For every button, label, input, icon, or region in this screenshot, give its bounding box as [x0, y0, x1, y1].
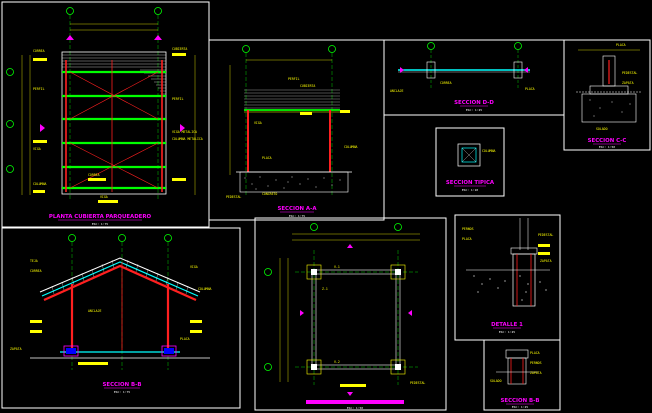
axis-bubbles-top	[66, 7, 162, 200]
drawing-title: SECCION B-B	[501, 398, 540, 404]
axis-bubble	[6, 165, 14, 173]
panel-plan	[1, 1, 210, 228]
drawing-title: SECCION TIPICA	[446, 180, 495, 186]
label: CUBIERTA	[172, 47, 187, 51]
label: ANCLAJE	[390, 89, 404, 93]
drawing-scale: ESC: 1:50	[599, 145, 615, 149]
drawing-scale: ESC: 1:10	[462, 188, 478, 192]
section-bb: TEJA CORREA VIGA COLUMNA ANCLAJE PLACA Z…	[10, 234, 212, 394]
axis-bubble	[6, 120, 14, 128]
drawing-scale: ESC: 1:25	[512, 405, 528, 409]
label: ZAPATA	[10, 347, 22, 351]
panel-section-aa	[208, 39, 385, 221]
label: TEJA	[30, 259, 38, 263]
plan-labels-left: CORREA PERFIL VIGA COLUMNA	[33, 49, 47, 193]
drawing-title: DETALLE 1	[491, 322, 523, 328]
detail-stipple	[473, 275, 547, 301]
section-bottom: PLACA PERNOS ZAPATA SOLADO SECCION B-B E…	[490, 349, 542, 409]
axis-bubble	[6, 68, 14, 76]
label: CONCRETO	[262, 192, 277, 196]
label: SOLADO	[596, 127, 608, 131]
label: PERNOS	[530, 361, 542, 365]
label: PLACA	[462, 237, 472, 241]
label: CORREA	[33, 49, 45, 53]
drawing-scale: ESC: 1:75	[289, 214, 305, 218]
label: V-2	[334, 360, 340, 364]
axis-bubbles-left	[6, 68, 14, 173]
label: COLUMNA	[33, 182, 47, 186]
plan-labels-bottom: CORREA VIGA	[88, 173, 118, 203]
label: VIGA METALICA	[172, 130, 197, 134]
plan-labels-right: CUBIERTA PERFIL VIGA METALICA COLUMNA ME…	[172, 47, 203, 181]
detail-1: PERNOS PLACA PEDESTAL ZAPATA DETALLE 1 E…	[462, 218, 553, 334]
label: PERFIL	[33, 87, 45, 91]
section-right: PLACA PEDESTAL ZAPATA SOLADO SECCION C-C…	[576, 43, 642, 149]
label: CORREA	[440, 81, 452, 85]
label: PLACA	[525, 87, 535, 91]
label: COLUMNA METALICA	[172, 137, 203, 141]
label: PEDESTAL	[538, 233, 553, 237]
footings	[306, 264, 406, 375]
ground-stipple	[244, 176, 341, 190]
label: CUBIERTA	[300, 84, 315, 88]
drawing-scale: ESC: 1:75	[92, 222, 108, 226]
label: PLACA	[616, 43, 626, 47]
roof-plan: CORREA PERFIL VIGA COLUMNA CUBIERTA PERF…	[6, 7, 203, 226]
label: VIGA	[254, 121, 262, 125]
label: PEDESTAL	[410, 381, 425, 385]
section-d: CORREA ANCLAJE PLACA SECCION D-D ESC: 1:…	[390, 42, 535, 112]
label: ZAPATA	[540, 259, 552, 263]
panel-column-section	[435, 127, 505, 197]
label: ZAPATA	[622, 81, 634, 85]
purlins	[62, 70, 166, 190]
label: COLUMNA	[482, 149, 496, 153]
drawing-scale: ESC: 1:75	[114, 390, 130, 394]
panel-section-bottom	[483, 339, 561, 411]
drawing-title: SECCION D-D	[454, 100, 494, 106]
bracing	[65, 60, 163, 192]
label: V-1	[334, 265, 340, 269]
axis-bubble	[154, 7, 162, 15]
panel-foundation-plan	[254, 217, 447, 411]
foundation-plan: V-1 V-2 Z-1 PEDESTAL ESC: 1:50	[264, 223, 425, 410]
panel-section-right	[563, 39, 651, 151]
label: PERNOS	[462, 227, 474, 231]
drawing-title: SECCION A-A	[277, 206, 317, 212]
label: CORREA	[88, 173, 100, 177]
label: VIGA	[33, 147, 41, 151]
label: PEDESTAL	[226, 195, 241, 199]
label: VIGA	[100, 195, 108, 199]
label: ANCLAJE	[88, 309, 102, 313]
label: PERFIL	[288, 77, 300, 81]
roof-hatch	[62, 54, 166, 95]
label: CORREA	[30, 269, 42, 273]
drawing-scale: ESC: 1:25	[499, 330, 515, 334]
label: COLUMNA	[344, 145, 358, 149]
section-aa: PERFIL CUBIERTA VIGA COLUMNA PLACA PEDES…	[226, 45, 358, 218]
drawing-scale: ESC: 1:25	[466, 108, 482, 112]
label: PLACA	[180, 337, 190, 341]
drawing-title: SECCION C-C	[588, 138, 627, 144]
label: PEDESTAL	[622, 71, 637, 75]
drawing-title: PLANTA CUBIERTA PARQUEADERO	[49, 214, 152, 220]
axis-bubble	[66, 7, 74, 15]
panel-section-bb	[1, 227, 241, 409]
label: ZAPATA	[530, 371, 542, 375]
drawing-title: SECCION B-B	[103, 382, 142, 388]
label: PLACA	[530, 351, 540, 355]
label: SOLADO	[490, 379, 502, 383]
column-section: COLUMNA SECCION TIPICA ESC: 1:10	[446, 143, 496, 192]
label: PLACA	[262, 156, 272, 160]
label: PERFIL	[172, 97, 184, 101]
label: COLUMNA	[198, 287, 212, 291]
label: VIGA	[190, 265, 198, 269]
drawing-scale: ESC: 1:50	[347, 406, 363, 410]
label: Z-1	[322, 287, 328, 291]
